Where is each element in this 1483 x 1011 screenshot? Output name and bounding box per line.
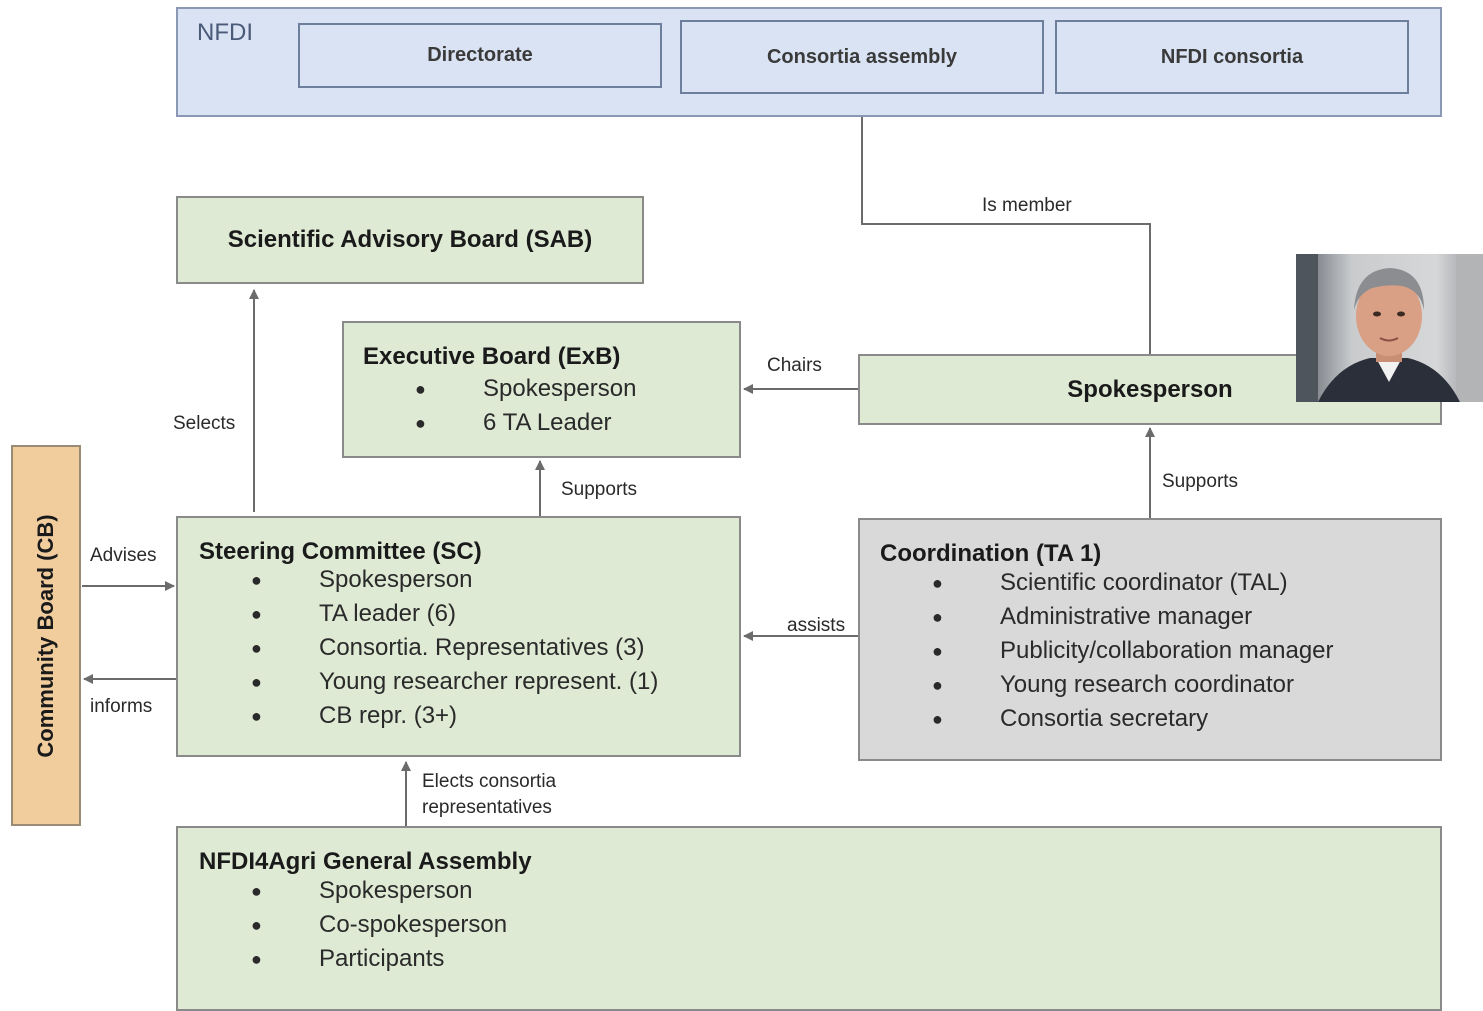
list-item: Young research coordinator (880, 668, 1440, 702)
list-item: Spokesperson (199, 874, 1440, 908)
spokesperson-title: Spokesperson (1067, 375, 1233, 403)
community-board-box: Community Board (CB) (11, 445, 81, 826)
spokesperson-photo (1296, 254, 1483, 402)
list-item: Scientific coordinator (TAL) (880, 566, 1440, 600)
exb-title: Executive Board (ExB) (363, 343, 621, 370)
nfdi-consortia-box: NFDI consortia (1055, 20, 1409, 94)
label-chairs: Chairs (767, 355, 822, 376)
coordination-box: Coordination (TA 1) Scientific coordinat… (858, 518, 1442, 761)
label-elects-line2: representatives (422, 797, 552, 818)
label-selects: Selects (173, 413, 236, 434)
edge-is-member (857, 95, 1151, 354)
general-assembly-box: NFDI4Agri General Assembly Spokesperson … (176, 826, 1442, 1011)
exb-list: Spokesperson 6 TA Leader (363, 372, 739, 440)
label-elects-line1: Elects consortia (422, 771, 557, 792)
steering-committee-title: Steering Committee (SC) (199, 538, 482, 565)
list-item: Consortia secretary (880, 702, 1440, 736)
list-item: CB repr. (3+) (199, 699, 739, 733)
coordination-title: Coordination (TA 1) (880, 540, 1102, 567)
label-advises: Advises (90, 545, 157, 566)
list-item: Spokesperson (363, 372, 739, 406)
list-item: Participants (199, 942, 1440, 976)
general-assembly-title: NFDI4Agri General Assembly (199, 848, 532, 875)
directorate-box: Directorate (298, 23, 662, 88)
list-item: Young researcher represent. (1) (199, 665, 739, 699)
coordination-list: Scientific coordinator (TAL) Administrat… (880, 566, 1440, 736)
list-item: Spokesperson (199, 563, 739, 597)
sab-title: Scientific Advisory Board (SAB) (227, 226, 593, 253)
sab-box: Scientific Advisory Board (SAB) (176, 196, 644, 284)
steering-committee-box: Steering Committee (SC) Spokesperson TA … (176, 516, 741, 757)
steering-committee-list: Spokesperson TA leader (6) Consortia. Re… (199, 563, 739, 733)
label-supports-spokesperson: Supports (1162, 471, 1239, 492)
list-item: Co-spokesperson (199, 908, 1440, 942)
community-board-title: Community Board (CB) (33, 513, 58, 758)
list-item: Administrative manager (880, 600, 1440, 634)
list-item: Publicity/collaboration manager (880, 634, 1440, 668)
label-supports-exb: Supports (561, 479, 638, 500)
list-item: 6 TA Leader (363, 406, 739, 440)
label-informs: informs (90, 696, 153, 717)
list-item: Consortia. Representatives (3) (199, 631, 739, 665)
exb-box: Executive Board (ExB) Spokesperson 6 TA … (342, 321, 741, 458)
label-assists: assists (787, 615, 846, 636)
list-item: TA leader (6) (199, 597, 739, 631)
consortia-assembly-box: Consortia assembly (680, 20, 1044, 94)
general-assembly-list: Spokesperson Co-spokesperson Participant… (199, 874, 1440, 976)
label-is-member: Is member (982, 195, 1072, 216)
nfdi-label: NFDI (197, 19, 253, 46)
